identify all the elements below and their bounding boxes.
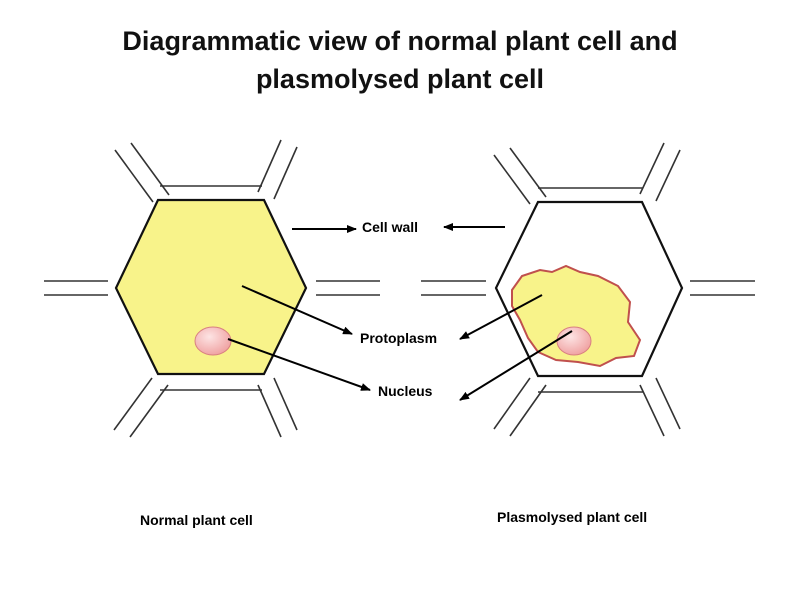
label-nucleus: Nucleus [378, 383, 433, 399]
arrow-protoplasm-right [459, 294, 543, 340]
caption-normal-plant-cell: Normal plant cell [140, 512, 253, 528]
label-cell-wall: Cell wall [362, 219, 419, 235]
label-protoplasm: Protoplasm [360, 330, 438, 346]
slide-title-line-2: plasmolysed plant cell [255, 64, 545, 94]
label-arrows [227, 223, 573, 401]
plasmolysed-cell-nucleus [556, 326, 592, 356]
arrow-protoplasm-left [241, 285, 353, 335]
arrow-nucleus-right [459, 330, 573, 401]
slide-title-line-1: Diagrammatic view of normal plant cell a… [122, 26, 678, 56]
normal-cell-protoplasm [114, 198, 308, 376]
arrow-nucleus-left [227, 338, 371, 391]
plasmolysed-cell-neighbor-walls [421, 142, 755, 437]
caption-plasmolysed-plant-cell: Plasmolysed plant cell [497, 509, 648, 525]
normal-cell-nucleus [194, 326, 232, 356]
plasmolysed-protoplasm [511, 264, 642, 368]
normal-cell-neighbor-walls [44, 139, 380, 438]
